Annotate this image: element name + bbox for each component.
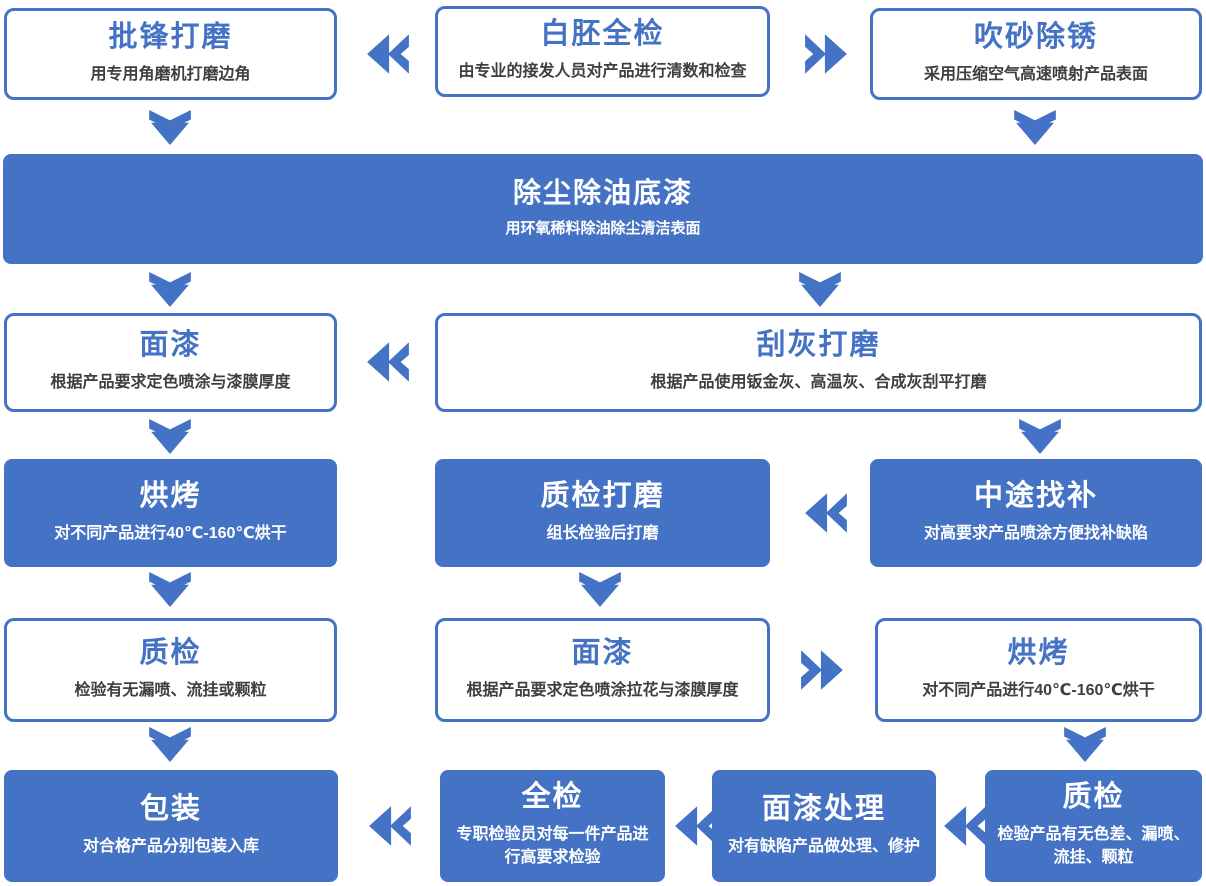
- node-dust-oil-primer: 除尘除油底漆 用环氧稀料除油除尘清洁表面: [3, 154, 1203, 264]
- node-subtitle: 采用压缩空气高速喷射产品表面: [923, 65, 1148, 83]
- node-qc-2: 质检 检验产品有无色差、漏喷、流挂、颗粒: [985, 770, 1202, 882]
- down-arrow-icon: [149, 727, 191, 763]
- node-subtitle: 由专业的接发人员对产品进行清数和检查: [458, 63, 747, 81]
- node-full-inspection: 全检 专职检验员对每一件产品进行高要求检验: [440, 770, 665, 882]
- node-subtitle: 根据产品使用钣金灰、高温灰、合成灰刮平打磨: [650, 374, 987, 392]
- node-title: 烘烤: [1007, 636, 1070, 669]
- node-subtitle: 组长检验后打磨: [546, 524, 659, 542]
- node-title: 包装: [139, 792, 202, 825]
- right-chevron-icon: [800, 647, 844, 693]
- node-subtitle: 对合格产品分别包装入库: [82, 837, 259, 855]
- node-topcoat-1: 面漆 根据产品要求定色喷涂与漆膜厚度: [4, 313, 337, 412]
- node-title: 质检: [139, 636, 202, 669]
- node-subtitle: 根据产品要求定色喷涂拉花与漆膜厚度: [466, 681, 739, 699]
- node-title: 面漆: [571, 636, 634, 669]
- down-arrow-icon: [1014, 110, 1056, 146]
- node-subtitle: 对高要求产品喷涂方便找补缺陷: [923, 524, 1148, 542]
- node-title: 白胚全检: [540, 18, 665, 51]
- left-chevron-icon: [674, 803, 718, 849]
- left-chevron-icon: [366, 339, 410, 385]
- node-packing: 包装 对合格产品分别包装入库: [4, 770, 338, 882]
- node-title: 全检: [521, 781, 584, 814]
- node-subtitle: 用专用角磨机打磨边角: [90, 65, 251, 83]
- down-arrow-icon: [149, 110, 191, 146]
- node-title: 质检打磨: [540, 479, 665, 512]
- down-arrow-icon: [149, 419, 191, 455]
- node-topcoat-treatment: 面漆处理 对有缺陷产品做处理、修护: [712, 770, 936, 882]
- node-deburring: 批锋打磨 用专用角磨机打磨边角: [4, 8, 337, 100]
- left-chevron-icon: [943, 803, 987, 849]
- node-subtitle: 对不同产品进行40℃-160℃烘干: [54, 524, 287, 542]
- down-arrow-icon: [149, 572, 191, 608]
- down-arrow-icon: [1064, 727, 1106, 763]
- node-title: 吹砂除锈: [973, 20, 1098, 53]
- left-chevron-icon: [368, 803, 412, 849]
- left-chevron-icon: [804, 490, 848, 536]
- right-chevron-icon: [804, 31, 848, 77]
- down-arrow-icon: [149, 272, 191, 308]
- node-blank-full-inspection: 白胚全检 由专业的接发人员对产品进行清数和检查: [435, 6, 770, 97]
- node-title: 面漆: [139, 329, 202, 362]
- node-subtitle: 检验有无漏喷、流挂或颗粒: [74, 681, 267, 699]
- node-baking-2: 烘烤 对不同产品进行40℃-160℃烘干: [875, 618, 1202, 722]
- node-topcoat-2: 面漆 根据产品要求定色喷涂拉花与漆膜厚度: [435, 618, 770, 722]
- down-arrow-icon: [1019, 419, 1061, 455]
- node-subtitle: 根据产品要求定色喷涂与漆膜厚度: [50, 374, 291, 392]
- node-title: 除尘除油底漆: [512, 177, 693, 209]
- node-putty-sanding: 刮灰打磨 根据产品使用钣金灰、高温灰、合成灰刮平打磨: [435, 313, 1202, 412]
- node-qc-1: 质检 检验有无漏喷、流挂或颗粒: [4, 618, 337, 722]
- node-subtitle: 专职检验员对每一件产品进行高要求检验: [456, 826, 649, 867]
- node-midway-touchup: 中途找补 对高要求产品喷涂方便找补缺陷: [870, 459, 1202, 567]
- down-arrow-icon: [579, 572, 621, 608]
- node-subtitle: 检验产品有无色差、漏喷、流挂、颗粒: [997, 826, 1190, 867]
- node-title: 面漆处理: [761, 792, 886, 825]
- down-arrow-icon: [799, 272, 841, 308]
- node-qc-sanding: 质检打磨 组长检验后打磨: [435, 459, 770, 567]
- node-subtitle: 对不同产品进行40℃-160℃烘干: [922, 681, 1155, 699]
- node-subtitle: 用环氧稀料除油除尘清洁表面: [505, 220, 701, 238]
- node-title: 中途找补: [973, 479, 1098, 512]
- node-title: 烘烤: [139, 479, 202, 512]
- node-title: 批锋打磨: [108, 20, 233, 53]
- node-subtitle: 对有缺陷产品做处理、修护: [727, 837, 920, 855]
- node-title: 刮灰打磨: [756, 329, 881, 362]
- node-title: 质检: [1062, 781, 1125, 814]
- node-baking-1: 烘烤 对不同产品进行40℃-160℃烘干: [4, 459, 337, 567]
- node-sandblast-derust: 吹砂除锈 采用压缩空气高速喷射产品表面: [870, 8, 1202, 100]
- left-chevron-icon: [366, 31, 410, 77]
